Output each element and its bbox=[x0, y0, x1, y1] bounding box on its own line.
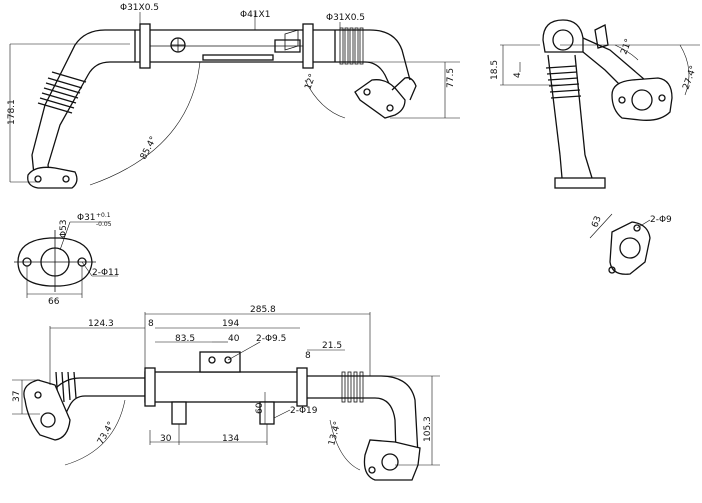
pipe-right-upper bbox=[335, 29, 411, 81]
body-tube bbox=[135, 29, 335, 63]
end-plate-right bbox=[302, 23, 314, 69]
dim-right-drop: 77.5 bbox=[446, 68, 456, 88]
bracket-slot bbox=[202, 54, 274, 61]
bellows-left bbox=[37, 71, 87, 114]
port-stub bbox=[274, 39, 301, 53]
dim-angle-left: 73.4° bbox=[96, 420, 117, 446]
pipe-left-lower bbox=[47, 61, 135, 179]
dim-bracket-holes: 2-Φ9.5 bbox=[256, 334, 286, 344]
dim-port-holes: 2-Φ19 bbox=[290, 406, 318, 416]
dim-angle-right: 13.4° bbox=[327, 420, 343, 446]
dim-side-angle-a: 21° bbox=[619, 38, 634, 56]
dim-flange-bore-tol-upper: +0.1 bbox=[96, 212, 111, 219]
dim-bracket-pitch: 40 bbox=[228, 334, 240, 344]
dim-left-height: 37 bbox=[12, 391, 22, 402]
front-bellows-left bbox=[55, 371, 77, 405]
flange-left-detail: 66 2-Φ11 Φ53 Φ31 +0.1 -0.05 bbox=[14, 212, 120, 307]
flange-left-top bbox=[27, 166, 78, 189]
side-pipe bbox=[547, 54, 586, 156]
dim-gap: 8 bbox=[148, 319, 154, 329]
side-view: 18.5 4 21° 27.4° bbox=[490, 19, 700, 189]
dim-right-height: 105.3 bbox=[423, 416, 433, 442]
dim-flange-bore-tol-lower: -0.05 bbox=[96, 221, 112, 228]
dim-left-length: 124.3 bbox=[88, 319, 114, 329]
dim-overall: 285.8 bbox=[250, 305, 276, 315]
front-bracket bbox=[199, 351, 241, 373]
dim-angle-small: 12° bbox=[303, 73, 318, 91]
dim-port-height: 60 bbox=[255, 402, 265, 414]
dim-port-pitch: 134 bbox=[222, 434, 239, 444]
dim-right-gap: 8 bbox=[305, 351, 311, 361]
front-bellows-right bbox=[341, 371, 364, 403]
pipe-left-upper bbox=[31, 29, 135, 176]
dim-right-holes: 2-Φ9 bbox=[650, 215, 672, 225]
dim-side-angle-b: 27.4° bbox=[681, 65, 699, 91]
dim-flange-outer: Φ53 bbox=[59, 219, 69, 238]
front-view: 285.8 124.3 8 194 83.5 40 2-Φ9.5 8 21.5 … bbox=[12, 305, 440, 481]
dim-flange-holes: 2-Φ11 bbox=[92, 268, 120, 278]
side-body-end bbox=[542, 19, 584, 53]
dim-right-length: 21.5 bbox=[322, 341, 342, 351]
dim-right-pitch: 63 bbox=[590, 215, 603, 229]
dim-height: 178.1 bbox=[7, 99, 17, 125]
dim-flange-pitch: 66 bbox=[48, 297, 60, 307]
front-end-plate-left bbox=[144, 367, 156, 407]
side-flange bbox=[554, 177, 606, 189]
flange-right-outline bbox=[609, 221, 651, 275]
dim-side-offset: 18.5 bbox=[490, 60, 500, 80]
bellows-right bbox=[339, 27, 364, 65]
dim-port-left: 30 bbox=[160, 434, 172, 444]
side-bellows bbox=[545, 65, 582, 99]
end-plate-left bbox=[139, 23, 151, 69]
dim-flange-bore: Φ31 bbox=[77, 213, 96, 223]
front-body bbox=[144, 371, 301, 403]
dim-body-length: 194 bbox=[222, 319, 239, 329]
front-port-left bbox=[171, 401, 187, 425]
front-end-plate-right bbox=[296, 367, 308, 407]
dim-side-small: 4 bbox=[513, 72, 523, 78]
side-flange-right bbox=[611, 77, 673, 121]
label-pipe-right: Φ31X0.5 bbox=[326, 13, 365, 23]
label-body: Φ41X1 bbox=[240, 10, 270, 20]
label-pipe-left: Φ31X0.5 bbox=[120, 3, 159, 13]
flange-right-detail: 63 2-Φ9 bbox=[589, 213, 672, 275]
top-view: 178.1 77.5 85.4° 12° Φ31X0.5 Φ41X1 Φ31X0… bbox=[7, 3, 460, 189]
front-flange-right bbox=[363, 439, 421, 481]
dim-bracket-offset: 83.5 bbox=[175, 334, 195, 344]
